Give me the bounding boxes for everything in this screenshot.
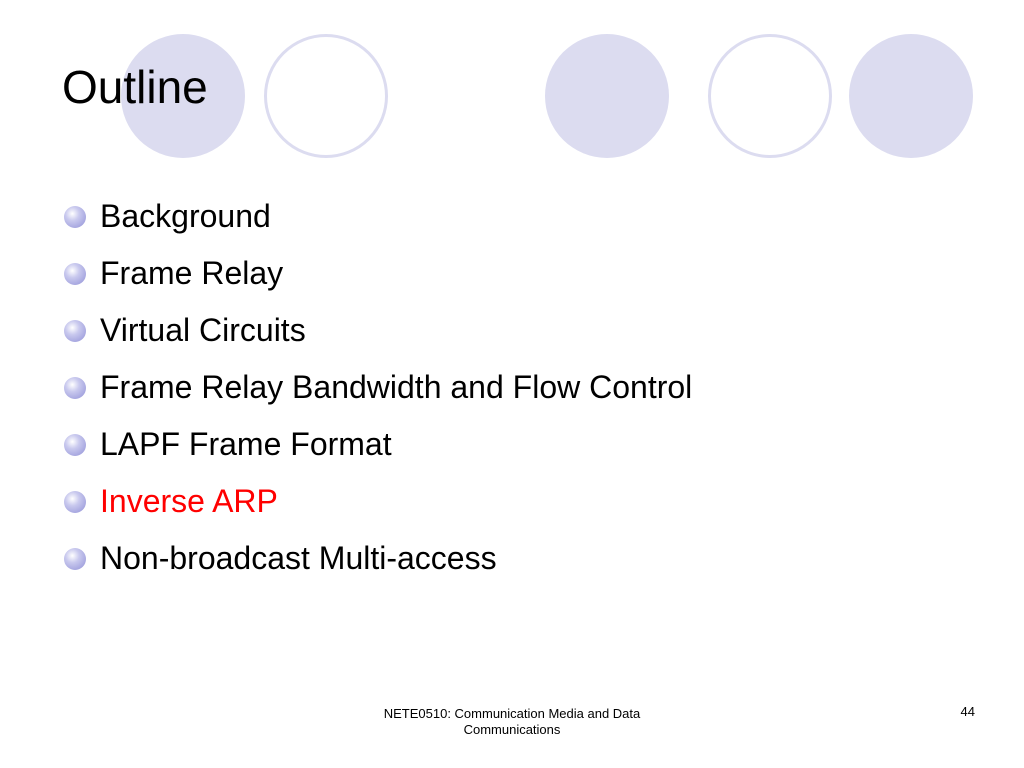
slide-footer: NETE0510: Communication Media and Data C… <box>352 706 672 738</box>
bullet-item: Non-broadcast Multi-access <box>64 530 692 587</box>
bullet-dot-icon <box>64 490 86 513</box>
decorative-circle-outlined <box>708 34 832 158</box>
bullet-label: Background <box>100 198 271 234</box>
bullet-label: LAPF Frame Format <box>100 426 392 462</box>
bullet-item: Virtual Circuits <box>64 302 692 359</box>
footer-line: NETE0510: Communication Media and Data <box>383 706 641 721</box>
decorative-circle-filled <box>545 34 669 158</box>
bullet-label: Non-broadcast Multi-access <box>100 540 497 576</box>
footer-line: Communications <box>463 722 561 737</box>
bullet-dot-icon <box>64 319 86 342</box>
bullet-label-highlighted: Inverse ARP <box>100 483 278 519</box>
bullet-item: Frame Relay Bandwidth and Flow Control <box>64 359 692 416</box>
slide-number: 44 <box>960 704 975 719</box>
bullet-item: LAPF Frame Format <box>64 416 692 473</box>
bullet-label: Frame Relay <box>100 255 284 291</box>
bullet-item: Frame Relay <box>64 245 692 302</box>
bullet-label: Frame Relay Bandwidth and Flow Control <box>100 369 693 405</box>
bullet-item: Background <box>64 188 692 245</box>
slide-title: Outline <box>62 61 208 113</box>
bullet-dot-icon <box>64 262 86 285</box>
decorative-circle-filled <box>849 34 973 158</box>
bullet-item-highlighted: Inverse ARP <box>64 473 692 530</box>
bullet-dot-icon <box>64 433 86 456</box>
bullet-label: Virtual Circuits <box>100 312 306 348</box>
bullet-dot-icon <box>64 547 86 570</box>
bullet-dot-icon <box>64 376 86 399</box>
bullet-dot-icon <box>64 205 86 228</box>
decorative-circle-outlined <box>264 34 388 158</box>
bullet-list: Background Frame Relay Virtual Circuits … <box>64 188 692 587</box>
decorative-circle-filled <box>121 34 245 158</box>
